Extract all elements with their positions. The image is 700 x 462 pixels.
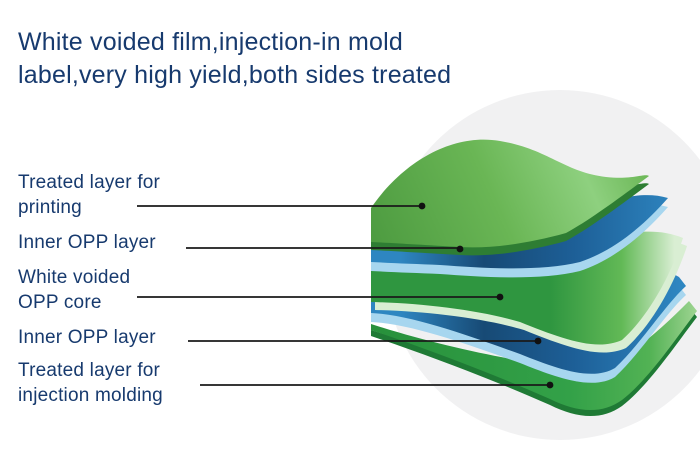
label-text: OPP core [18, 292, 102, 313]
label-text: Inner OPP layer [18, 327, 156, 348]
label-text: White voided [18, 267, 131, 288]
label-text: injection molding [18, 385, 163, 406]
leader-dot-inner-opp-top [456, 245, 464, 253]
label-text: Treated layer for [18, 360, 161, 381]
leader-lines [137, 202, 554, 389]
label-white-voided-opp-core: White voided OPP core [18, 265, 130, 315]
label-treated-layer-printing: Treated layer for printing [18, 170, 160, 220]
label-treated-layer-injection: Treated layer for injection molding [18, 358, 163, 408]
leader-dot-inner-opp-bottom [534, 337, 542, 345]
layer-treated-injection-sheet [371, 301, 697, 417]
label-text: Inner OPP layer [18, 232, 156, 253]
leader-dot-white-voided-core [496, 293, 504, 301]
page-title-line-1: White voided film,injection-in mold [18, 28, 403, 56]
label-text: printing [18, 197, 82, 218]
label-text: Treated layer for [18, 172, 161, 193]
layer-treated-printing-sheet [371, 139, 649, 256]
leader-dot-treated-printing [418, 202, 426, 210]
label-inner-opp-layer-top: Inner OPP layer [18, 230, 156, 255]
label-inner-opp-layer-bottom: Inner OPP layer [18, 325, 156, 350]
page-title: White voided film,injection-in mold labe… [18, 26, 498, 92]
page-title-line-2: label,very high yield,both sides treated [18, 61, 452, 89]
leader-dot-treated-injection [546, 381, 554, 389]
